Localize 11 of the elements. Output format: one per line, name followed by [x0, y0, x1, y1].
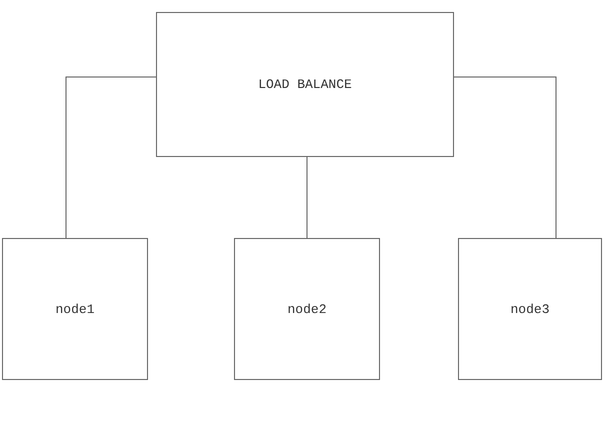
node-box	[234, 238, 380, 380]
node-label: LOAD BALANCE	[258, 77, 352, 92]
connector-line	[66, 76, 156, 238]
node-box	[2, 238, 148, 380]
node-label: node3	[510, 302, 550, 316]
connector-line	[306, 156, 308, 238]
node-box	[458, 238, 602, 380]
connector-line	[454, 76, 556, 238]
node-box	[156, 12, 454, 157]
node-label: node1	[55, 302, 94, 316]
node-label: node2	[287, 302, 326, 316]
